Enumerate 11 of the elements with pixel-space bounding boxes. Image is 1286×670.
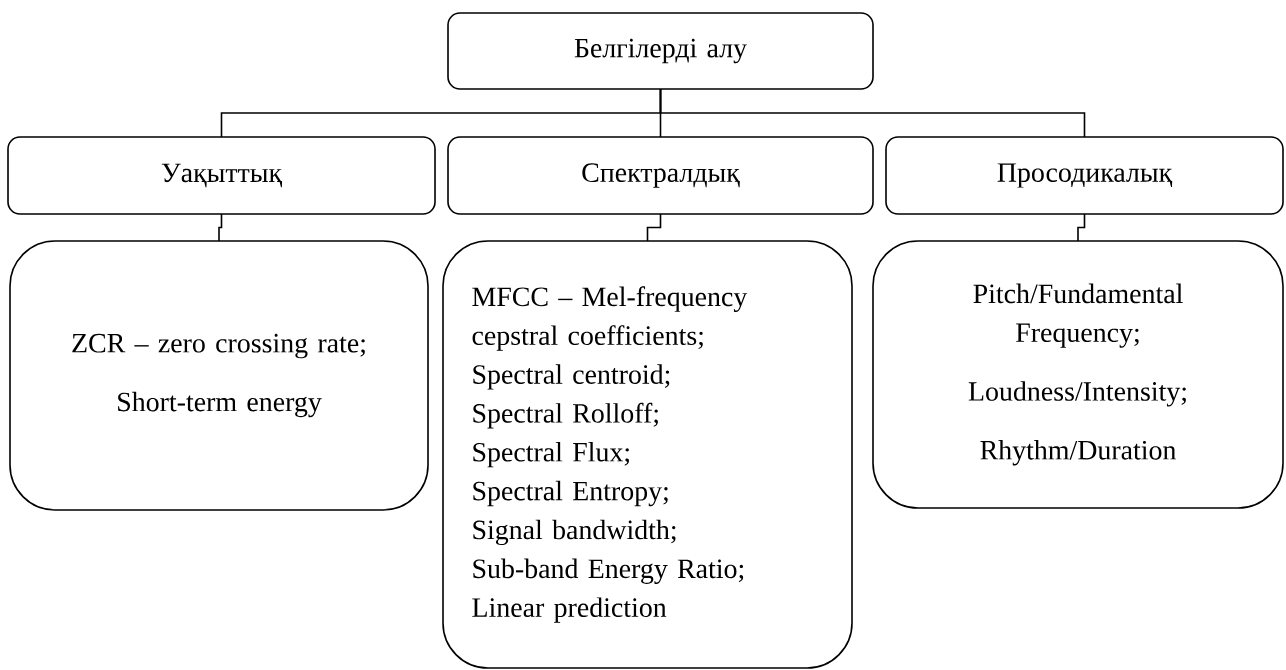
- connector-line: [659, 88, 1086, 138]
- category-box: Просодикалық: [885, 136, 1284, 215]
- category-box: Спектралдық: [447, 136, 874, 215]
- feature-list-box: MFCC – Mel-frequency cepstral coefficients; Spectral centroid; Spectral Rolloff; Spectral Flux; Spectral Entropy; Signal bandwidth; Sub-band Energy Ratio; Linear prediction: [442, 240, 853, 669]
- connector-line: [1077, 213, 1086, 242]
- connector-line: [646, 213, 662, 242]
- feature-list-box: Pitch/Fundamental Frequency; Loudness/Intensity; Rhythm/Duration: [872, 240, 1284, 509]
- root-box: Белгілерді алу: [447, 12, 874, 90]
- connector-line: [218, 213, 223, 242]
- feature-list-box: ZCR – zero crossing rate; Short-term energy: [9, 240, 429, 511]
- category-box: Уақыттық: [7, 136, 436, 215]
